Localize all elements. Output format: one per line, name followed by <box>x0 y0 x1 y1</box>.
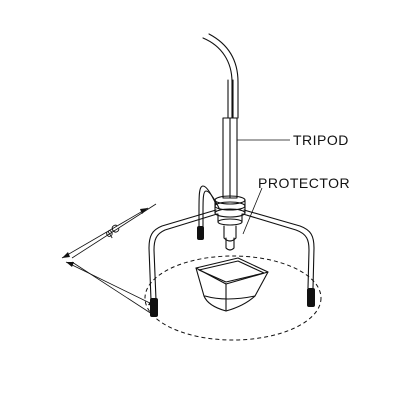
sensor-tip <box>223 225 237 251</box>
protector-bowl <box>195 257 269 312</box>
main-tube <box>222 117 238 199</box>
hub-collar <box>214 195 246 226</box>
tripod-leg-back <box>197 185 220 240</box>
protector-label: PROTECTOR <box>258 175 350 191</box>
upper-rod <box>227 79 234 119</box>
tripod-leg-right <box>242 209 315 307</box>
diameter-dimension <box>61 203 157 317</box>
protector-leader <box>242 187 263 235</box>
footprint-ellipse <box>144 255 322 341</box>
cable <box>202 37 233 119</box>
tripod-label: TRIPOD <box>293 132 349 148</box>
